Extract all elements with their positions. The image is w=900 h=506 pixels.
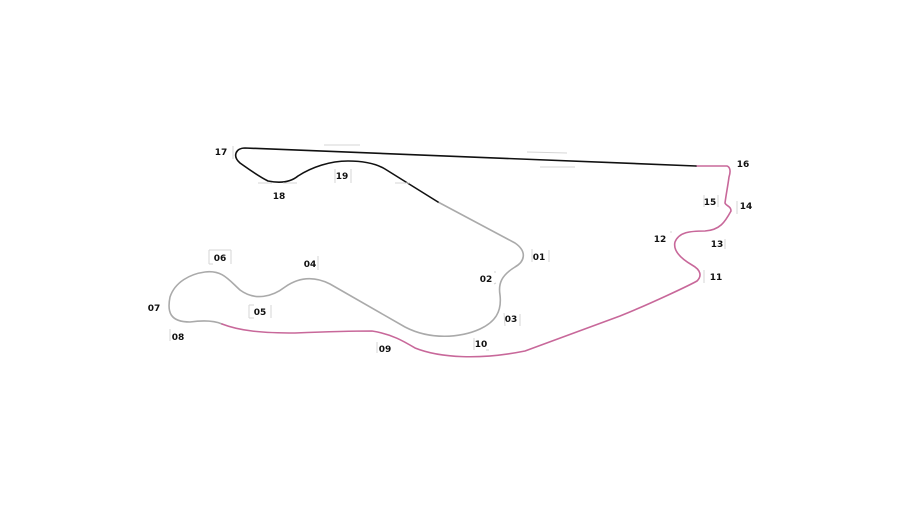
corner-label-07: 07 [148, 304, 161, 314]
corner-label-05: 05 [254, 308, 267, 318]
corner-label-10: 10 [475, 340, 488, 350]
corner-label-08: 08 [172, 333, 185, 343]
corner-label-18: 18 [273, 192, 286, 202]
corner-label-19: 19 [336, 172, 349, 182]
track-sector-3 [234, 147, 697, 203]
corner-markers [169, 144, 738, 353]
corner-label-01: 01 [533, 253, 546, 263]
corner-label-17: 17 [215, 148, 228, 158]
corner-label-11: 11 [710, 273, 723, 283]
corner-label-09: 09 [379, 345, 392, 355]
corner-labels: 01 02 03 04 05 06 07 08 09 10 11 12 13 1… [148, 148, 753, 355]
corner-label-13: 13 [711, 240, 724, 250]
corner-label-14: 14 [740, 202, 753, 212]
track-sector-1 [168, 201, 525, 337]
corner-label-12: 12 [654, 235, 667, 245]
corner-label-06: 06 [214, 254, 227, 264]
corner-label-04: 04 [304, 260, 317, 270]
corner-label-15: 15 [704, 198, 717, 208]
track-sector-2 [221, 165, 732, 358]
corner-label-16: 16 [737, 160, 750, 170]
corner-label-03: 03 [505, 315, 518, 325]
corner-label-02: 02 [480, 275, 493, 285]
